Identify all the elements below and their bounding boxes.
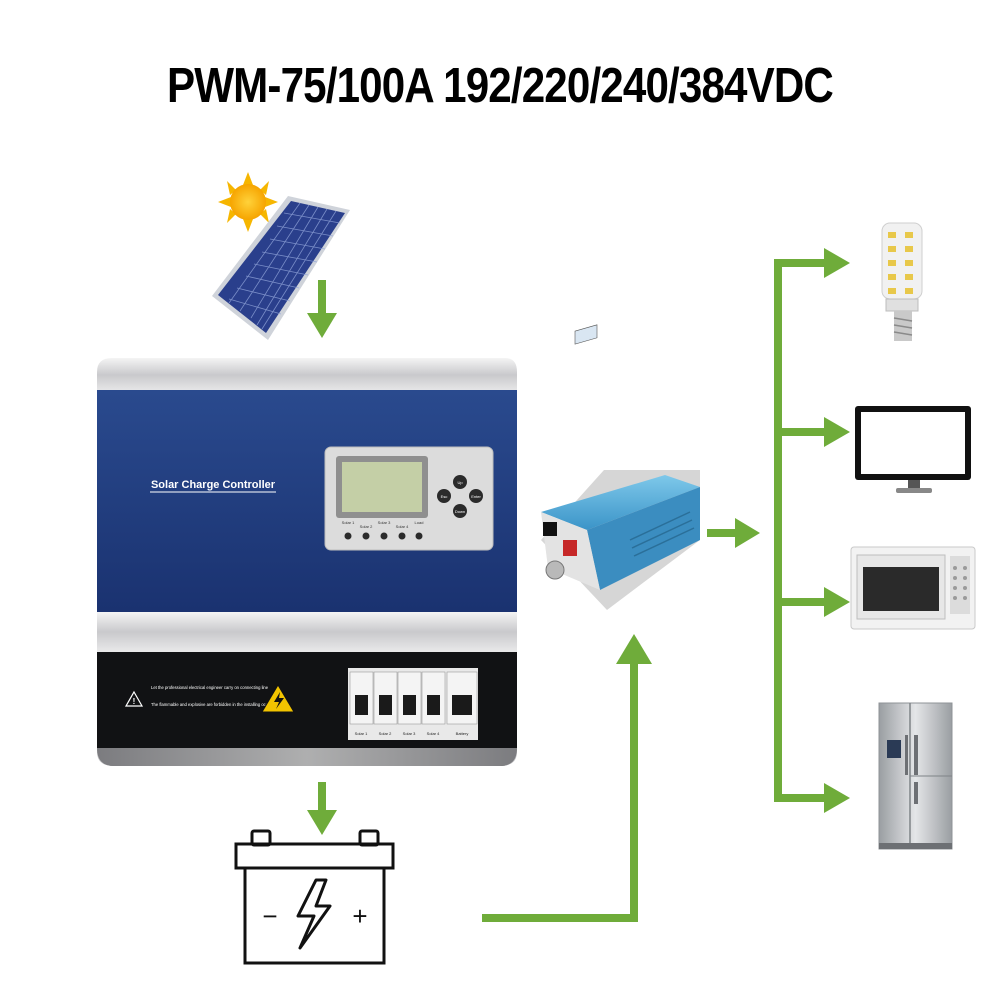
svg-text:Solar 3: Solar 3 (378, 520, 391, 525)
led-solar-1 (344, 532, 352, 540)
arrow-controller-to-battery (307, 782, 337, 835)
svg-text:Solar 2: Solar 2 (360, 524, 373, 529)
svg-text:Solar 1: Solar 1 (342, 520, 355, 525)
breaker-battery[interactable] (446, 671, 478, 725)
svg-text:Enter: Enter (471, 494, 481, 499)
distribution-bus (774, 248, 850, 813)
svg-text:Solar 4: Solar 4 (396, 524, 409, 529)
control-buttons: Up Esc Enter Down (437, 475, 483, 518)
warning-line-2: The flammable and explosive are forbidde… (151, 702, 280, 707)
svg-text:Load: Load (415, 520, 424, 525)
down-button[interactable] (453, 504, 467, 518)
led-bulb-icon (881, 222, 923, 341)
warning-line-1: Let the professional electrical engineer… (151, 685, 269, 690)
battery-minus: − (262, 901, 277, 931)
lcd-screen (336, 456, 428, 518)
esc-button[interactable] (437, 489, 451, 503)
breaker-solar-3[interactable] (397, 671, 422, 725)
high-voltage-icon (261, 684, 295, 713)
breaker-solar-2[interactable] (373, 671, 398, 725)
battery-icon: − + (234, 829, 395, 965)
page-title: PWM-75/100A 192/220/240/384VDC (166, 59, 834, 113)
arrow-battery-to-inverter (482, 634, 652, 922)
svg-text:!: ! (133, 697, 136, 706)
arrow-panel-to-controller (307, 280, 337, 338)
sun-icon (218, 172, 278, 232)
breaker-solar-4[interactable] (421, 671, 446, 725)
microwave-icon (850, 546, 976, 630)
breaker-solar-1[interactable] (349, 671, 374, 725)
caution-icon: ! (124, 690, 144, 707)
svg-text:Solar 4: Solar 4 (427, 731, 440, 736)
led-solar-2 (362, 532, 370, 540)
controller-label: Solar Charge Controller (151, 479, 276, 491)
inverter-icon (541, 324, 700, 610)
monitor-icon (855, 406, 971, 493)
arrow-inverter-to-loads (707, 518, 760, 548)
svg-text:Esc: Esc (441, 494, 448, 499)
breaker-panel: Solar 1 Solar 2 Solar 3 Solar 4 Battery (348, 668, 478, 740)
svg-text:Solar 3: Solar 3 (403, 731, 416, 736)
inverter-terminals (543, 522, 577, 580)
solar-panel-icon (212, 196, 350, 340)
enter-button[interactable] (469, 489, 483, 503)
led-load (415, 532, 423, 540)
svg-text:Solar 1: Solar 1 (355, 731, 368, 736)
led-solar-4 (398, 532, 406, 540)
svg-text:Battery: Battery (456, 731, 469, 736)
solar-charge-controller: Solar Charge Controller Up Esc Enter Dow… (97, 358, 517, 766)
svg-text:Up: Up (457, 480, 463, 485)
svg-text:Down: Down (455, 509, 465, 514)
up-button[interactable] (453, 475, 467, 489)
svg-text:Solar 2: Solar 2 (379, 731, 392, 736)
refrigerator-icon (878, 702, 953, 850)
led-solar-3 (380, 532, 388, 540)
indicator-leds: Solar 1 Solar 2 Solar 3 Solar 4 Load (342, 520, 424, 540)
battery-plus: + (352, 901, 367, 931)
